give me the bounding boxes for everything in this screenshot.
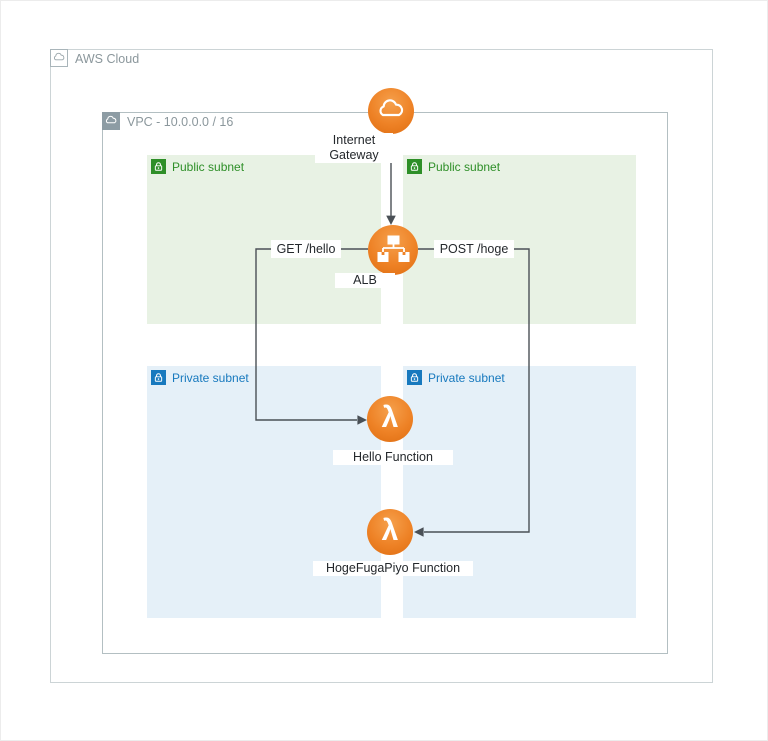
hello-function-icon: λ — [367, 396, 413, 442]
alb-icon — [368, 225, 418, 275]
internet-gateway-icon — [368, 88, 414, 134]
private-subnet-right: Private subnet — [403, 366, 636, 618]
cloud-icon — [379, 99, 404, 117]
lock-icon — [151, 159, 166, 174]
cloud-icon — [105, 115, 117, 124]
private-subnet-label: Private subnet — [428, 371, 505, 385]
aws-cloud-icon — [50, 49, 68, 67]
alb-label: ALB — [335, 273, 395, 288]
lock-icon — [407, 370, 422, 385]
lambda-icon: λ — [381, 514, 399, 547]
aws-cloud-label: AWS Cloud — [75, 52, 140, 66]
internet-gateway-label: Internet Gateway — [315, 133, 393, 163]
private-subnet-left: Private subnet — [147, 366, 381, 618]
private-subnet-label: Private subnet — [172, 371, 249, 385]
public-subnet-label: Public subnet — [172, 160, 245, 174]
public-subnet-left: Public subnet — [147, 155, 381, 324]
cloud-icon — [53, 52, 65, 61]
lock-icon — [151, 370, 166, 385]
lambda-icon: λ — [381, 401, 399, 434]
hogefugapiyo-function-label: HogeFugaPiyo Function — [313, 561, 473, 576]
aws-cloud-container — [50, 49, 713, 683]
public-subnet-label: Public subnet — [428, 160, 501, 174]
edge-label-post-hoge: POST /hoge — [434, 240, 514, 258]
load-balancer-icon — [377, 235, 410, 262]
lock-icon — [407, 159, 422, 174]
vpc-label: VPC - 10.0.0.0 / 16 — [127, 115, 234, 129]
edge-label-get-hello: GET /hello — [271, 240, 341, 258]
hogefugapiyo-function-icon: λ — [367, 509, 413, 555]
hello-function-label: Hello Function — [333, 450, 453, 465]
vpc-icon — [102, 112, 120, 130]
